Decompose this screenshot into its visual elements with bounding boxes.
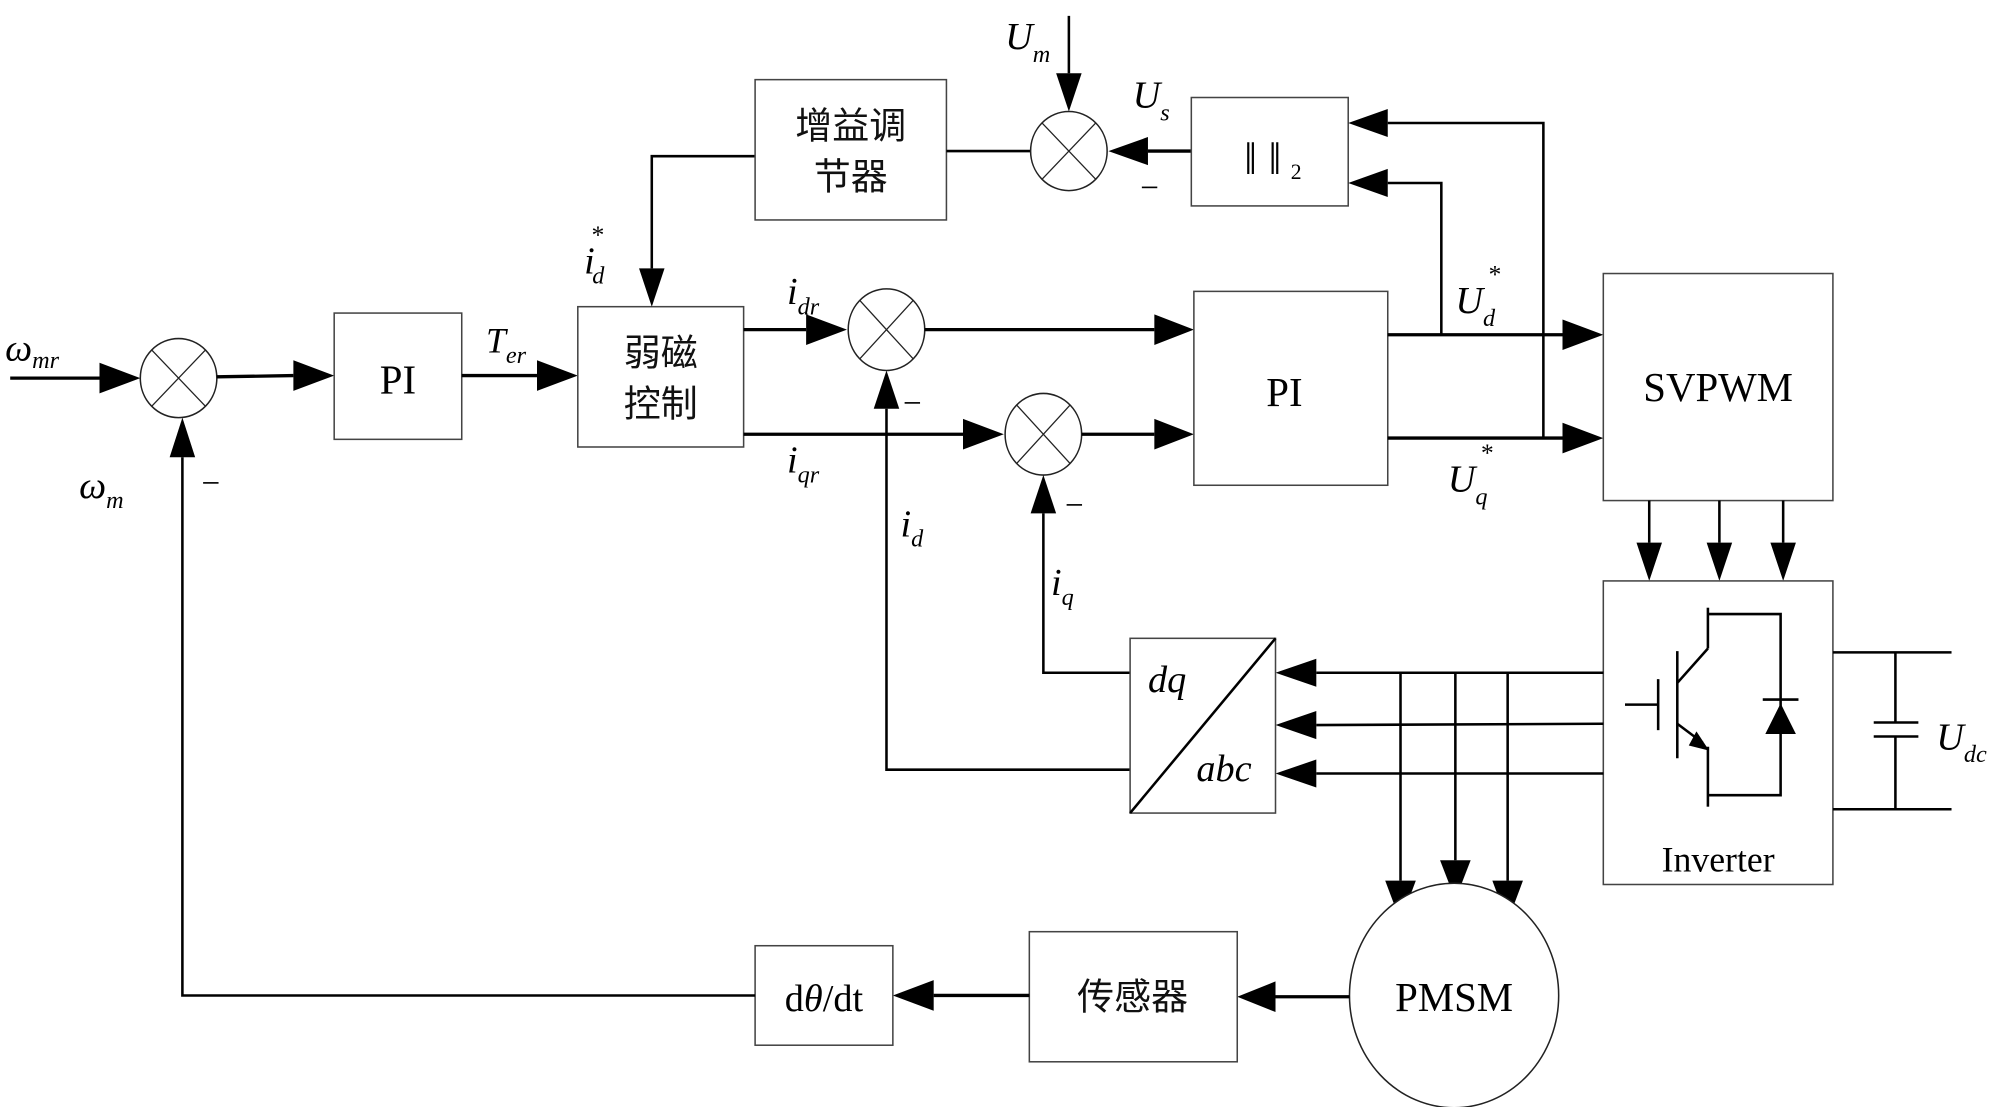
label-i-dr: idr — [787, 271, 820, 320]
label-Ud-star: Ud* — [1455, 259, 1500, 331]
label-i-qr: iqr — [787, 440, 820, 489]
arrow-head — [1562, 319, 1604, 351]
svg-text:abc: abc — [1196, 748, 1251, 790]
omega-mr-input: ωmr — [5, 327, 141, 394]
norm-block: ‖ ‖ 2 — [1190, 96, 1349, 207]
wire-id-feedback — [885, 408, 1131, 771]
arrow-head — [169, 417, 196, 458]
arrow-head — [1348, 168, 1388, 197]
arrow-head — [892, 980, 934, 1011]
minus-sign: − — [1065, 487, 1084, 524]
phase-current-lines — [1275, 658, 1604, 922]
arrow-head — [536, 360, 578, 391]
wire-Ud-to-norm — [1387, 181, 1443, 335]
arrow-head — [1348, 108, 1388, 138]
minus-sign: − — [1140, 169, 1159, 206]
svg-text:PI: PI — [1266, 370, 1302, 415]
gain-adjuster-block: 增益调 节器 — [754, 78, 948, 221]
diode-icon — [1762, 698, 1799, 734]
igbt-switch-icon — [1625, 607, 1782, 807]
wire-sum1-to-pi — [216, 373, 294, 379]
svg-text:PMSM: PMSM — [1395, 975, 1513, 1020]
arrow-head — [1562, 422, 1604, 454]
label-Uq-star: Uq* — [1448, 438, 1493, 510]
field-weakening-block: 弱磁 控制 — [577, 305, 745, 448]
arrow-head — [639, 268, 665, 307]
svg-text:增益调: 增益调 — [795, 104, 906, 147]
label-U-s: Us — [1133, 75, 1170, 127]
label-U-dc: Udc — [1936, 716, 1987, 768]
arrow-head — [1154, 314, 1194, 345]
pmsm-motor: PMSM — [1348, 882, 1560, 1107]
label-U-m: Um — [1005, 16, 1050, 68]
arrow-head — [873, 370, 900, 409]
svpwm-to-inverter-arrows — [1636, 500, 1796, 581]
speed-summing-junction — [139, 337, 218, 419]
voltage-summing-junction — [1029, 110, 1108, 192]
svg-text:PI: PI — [380, 357, 416, 402]
sensor-block: 传感器 — [1028, 930, 1239, 1063]
arrow-head — [1030, 475, 1057, 514]
wire-speed-feedback — [181, 457, 756, 997]
d-current-summing-junction — [847, 288, 926, 372]
svg-text:dθ/dt: dθ/dt — [785, 978, 864, 1020]
arrow-head — [1108, 137, 1148, 166]
pi-speed-block: PI — [333, 312, 463, 441]
wire-gain-to-fw — [650, 154, 756, 269]
dq-abc-transform-block: dq abc — [1129, 637, 1277, 814]
label-i-d: id — [901, 503, 925, 552]
wire-Uq-to-norm — [1387, 121, 1545, 439]
arrow-head — [1237, 981, 1276, 1013]
svg-text:SVPWM: SVPWM — [1643, 365, 1793, 410]
dc-link-capacitor-icon — [1832, 651, 1952, 811]
minus-sign: − — [202, 465, 221, 502]
label-T-er: Ter — [486, 321, 527, 369]
inverter-block: Inverter — [1602, 580, 1834, 886]
svpwm-block: SVPWM — [1602, 272, 1834, 502]
arrow-head — [963, 418, 1004, 450]
svg-text:节器: 节器 — [814, 155, 888, 198]
label-omega-m: ωm — [79, 465, 124, 514]
minus-sign: − — [903, 385, 922, 422]
svg-text:2: 2 — [1291, 160, 1302, 184]
q-current-summing-junction — [1004, 392, 1083, 476]
svg-text:dq: dq — [1148, 659, 1186, 701]
arrow-head — [1154, 418, 1194, 450]
derivative-block: dθ/dt — [754, 944, 894, 1046]
wire-iq-feedback — [1042, 513, 1131, 675]
svg-text:传感器: 传感器 — [1077, 975, 1188, 1018]
arrow-head — [806, 314, 847, 345]
arrow-head — [293, 360, 335, 391]
svg-text:控制: 控制 — [624, 382, 698, 425]
label-id-star: id* — [584, 220, 605, 290]
svg-text:弱磁: 弱磁 — [624, 331, 698, 374]
label-i-q: iq — [1051, 562, 1074, 611]
svg-text:Inverter: Inverter — [1662, 840, 1775, 880]
arrow-head — [1056, 73, 1082, 112]
pi-current-block: PI — [1193, 290, 1389, 487]
svg-text:‖ ‖: ‖ ‖ — [1244, 133, 1281, 184]
svg-text:ωmr: ωmr — [5, 327, 60, 374]
